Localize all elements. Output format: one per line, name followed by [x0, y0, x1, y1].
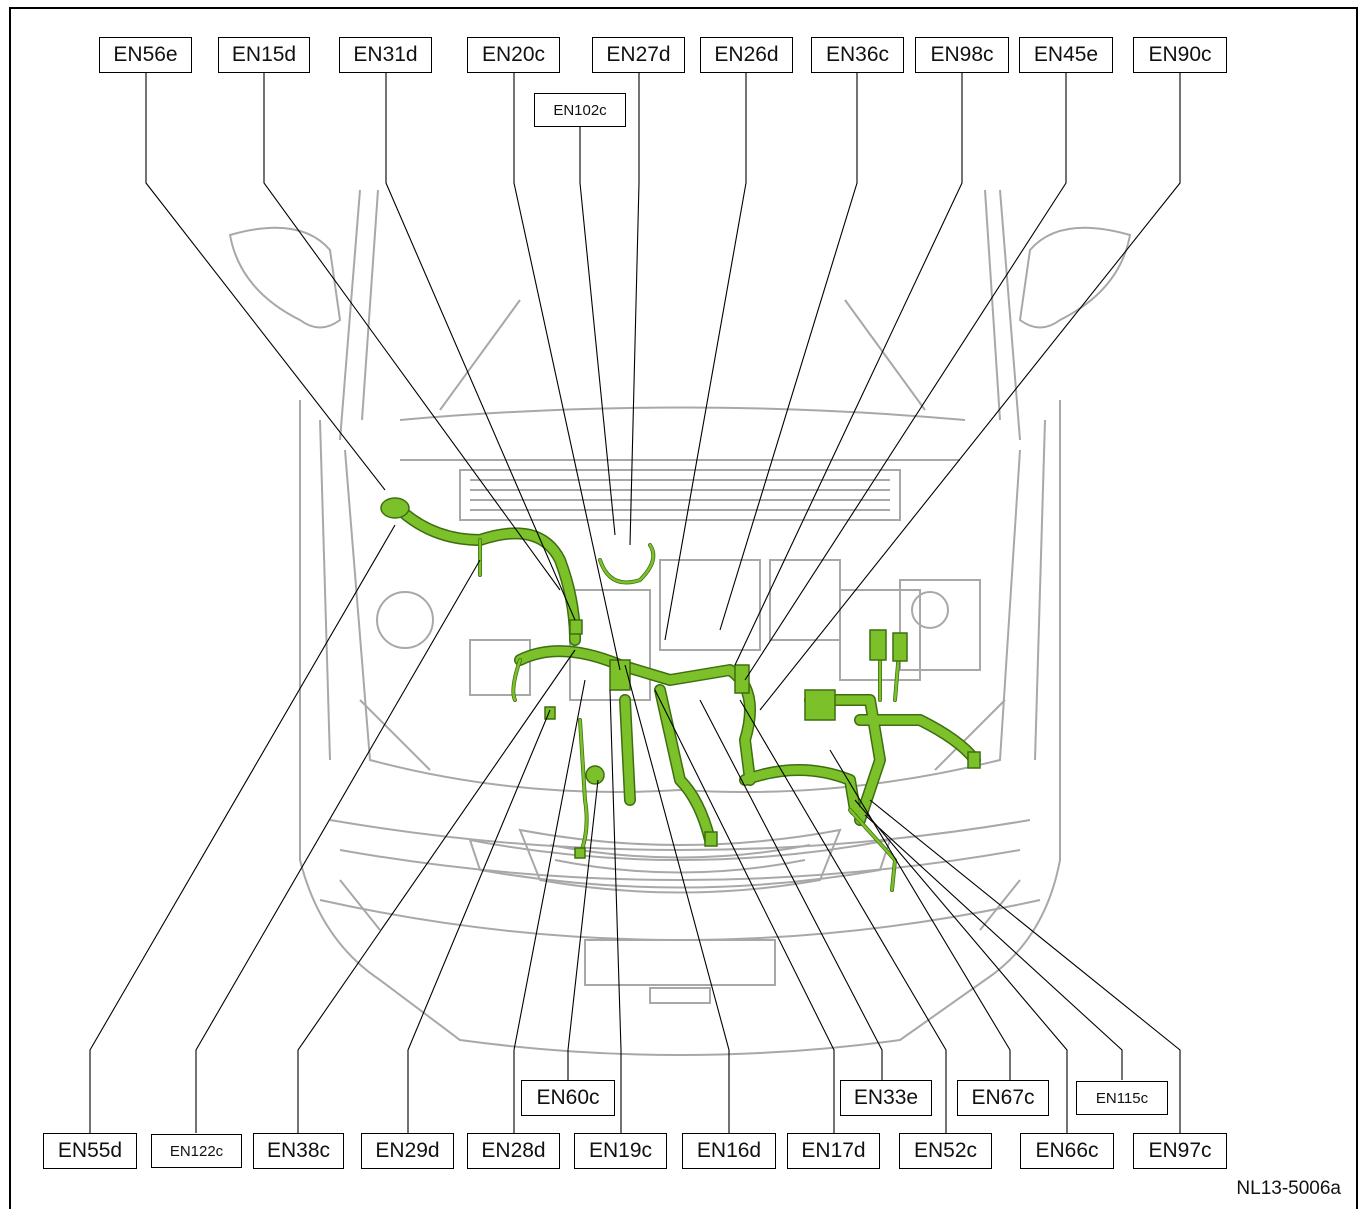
connector-label-en122c: EN122c	[151, 1134, 242, 1168]
connector-label-en33e: EN33e	[840, 1080, 932, 1116]
vehicle-outline	[228, 189, 1132, 1056]
connector-label-en66c: EN66c	[1020, 1133, 1114, 1169]
connector-label-en31d: EN31d	[339, 37, 432, 73]
connector-label-en27d: EN27d	[592, 37, 685, 73]
connector-label-en56e: EN56e	[99, 37, 192, 73]
connector-label-en17d: EN17d	[787, 1133, 880, 1169]
connector-label-en20c: EN20c	[467, 37, 560, 73]
connector-label-en28d: EN28d	[467, 1133, 560, 1169]
connector-label-en60c: EN60c	[521, 1080, 615, 1116]
connector-label-en26d: EN26d	[700, 37, 793, 73]
connector-label-en29d: EN29d	[361, 1133, 454, 1169]
connector-label-en45e: EN45e	[1019, 37, 1113, 73]
connector-label-en55d: EN55d	[43, 1133, 137, 1169]
connector-label-en52c: EN52c	[899, 1133, 992, 1169]
connector-label-en36c: EN36c	[811, 37, 904, 73]
connector-label-en115c: EN115c	[1076, 1081, 1168, 1115]
figure-id: NL13-5006a	[1236, 1178, 1341, 1199]
connector-label-en67c: EN67c	[957, 1080, 1049, 1116]
connector-label-en97c: EN97c	[1133, 1133, 1227, 1169]
connector-label-en15d: EN15d	[218, 37, 310, 73]
connector-label-en102c: EN102c	[534, 93, 626, 127]
harness-connectors	[380, 497, 981, 859]
diagram-frame	[9, 7, 1358, 1209]
connector-label-en98c: EN98c	[915, 37, 1009, 73]
connector-label-en16d: EN16d	[682, 1133, 776, 1169]
connector-label-en90c: EN90c	[1133, 37, 1227, 73]
connector-label-en38c: EN38c	[253, 1133, 344, 1169]
connector-label-en19c: EN19c	[574, 1133, 667, 1169]
